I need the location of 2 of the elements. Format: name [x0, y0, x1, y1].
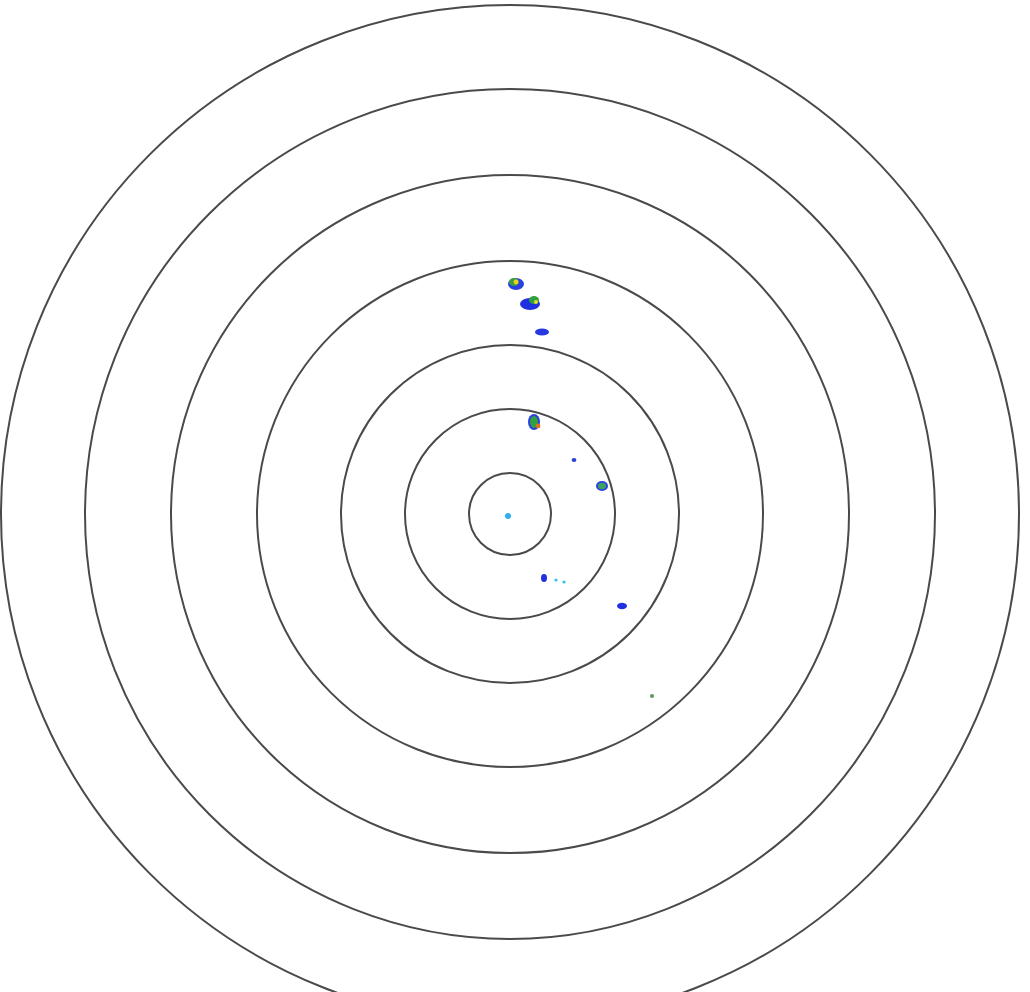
range-ring	[84, 88, 936, 940]
range-ring	[0, 4, 1020, 992]
